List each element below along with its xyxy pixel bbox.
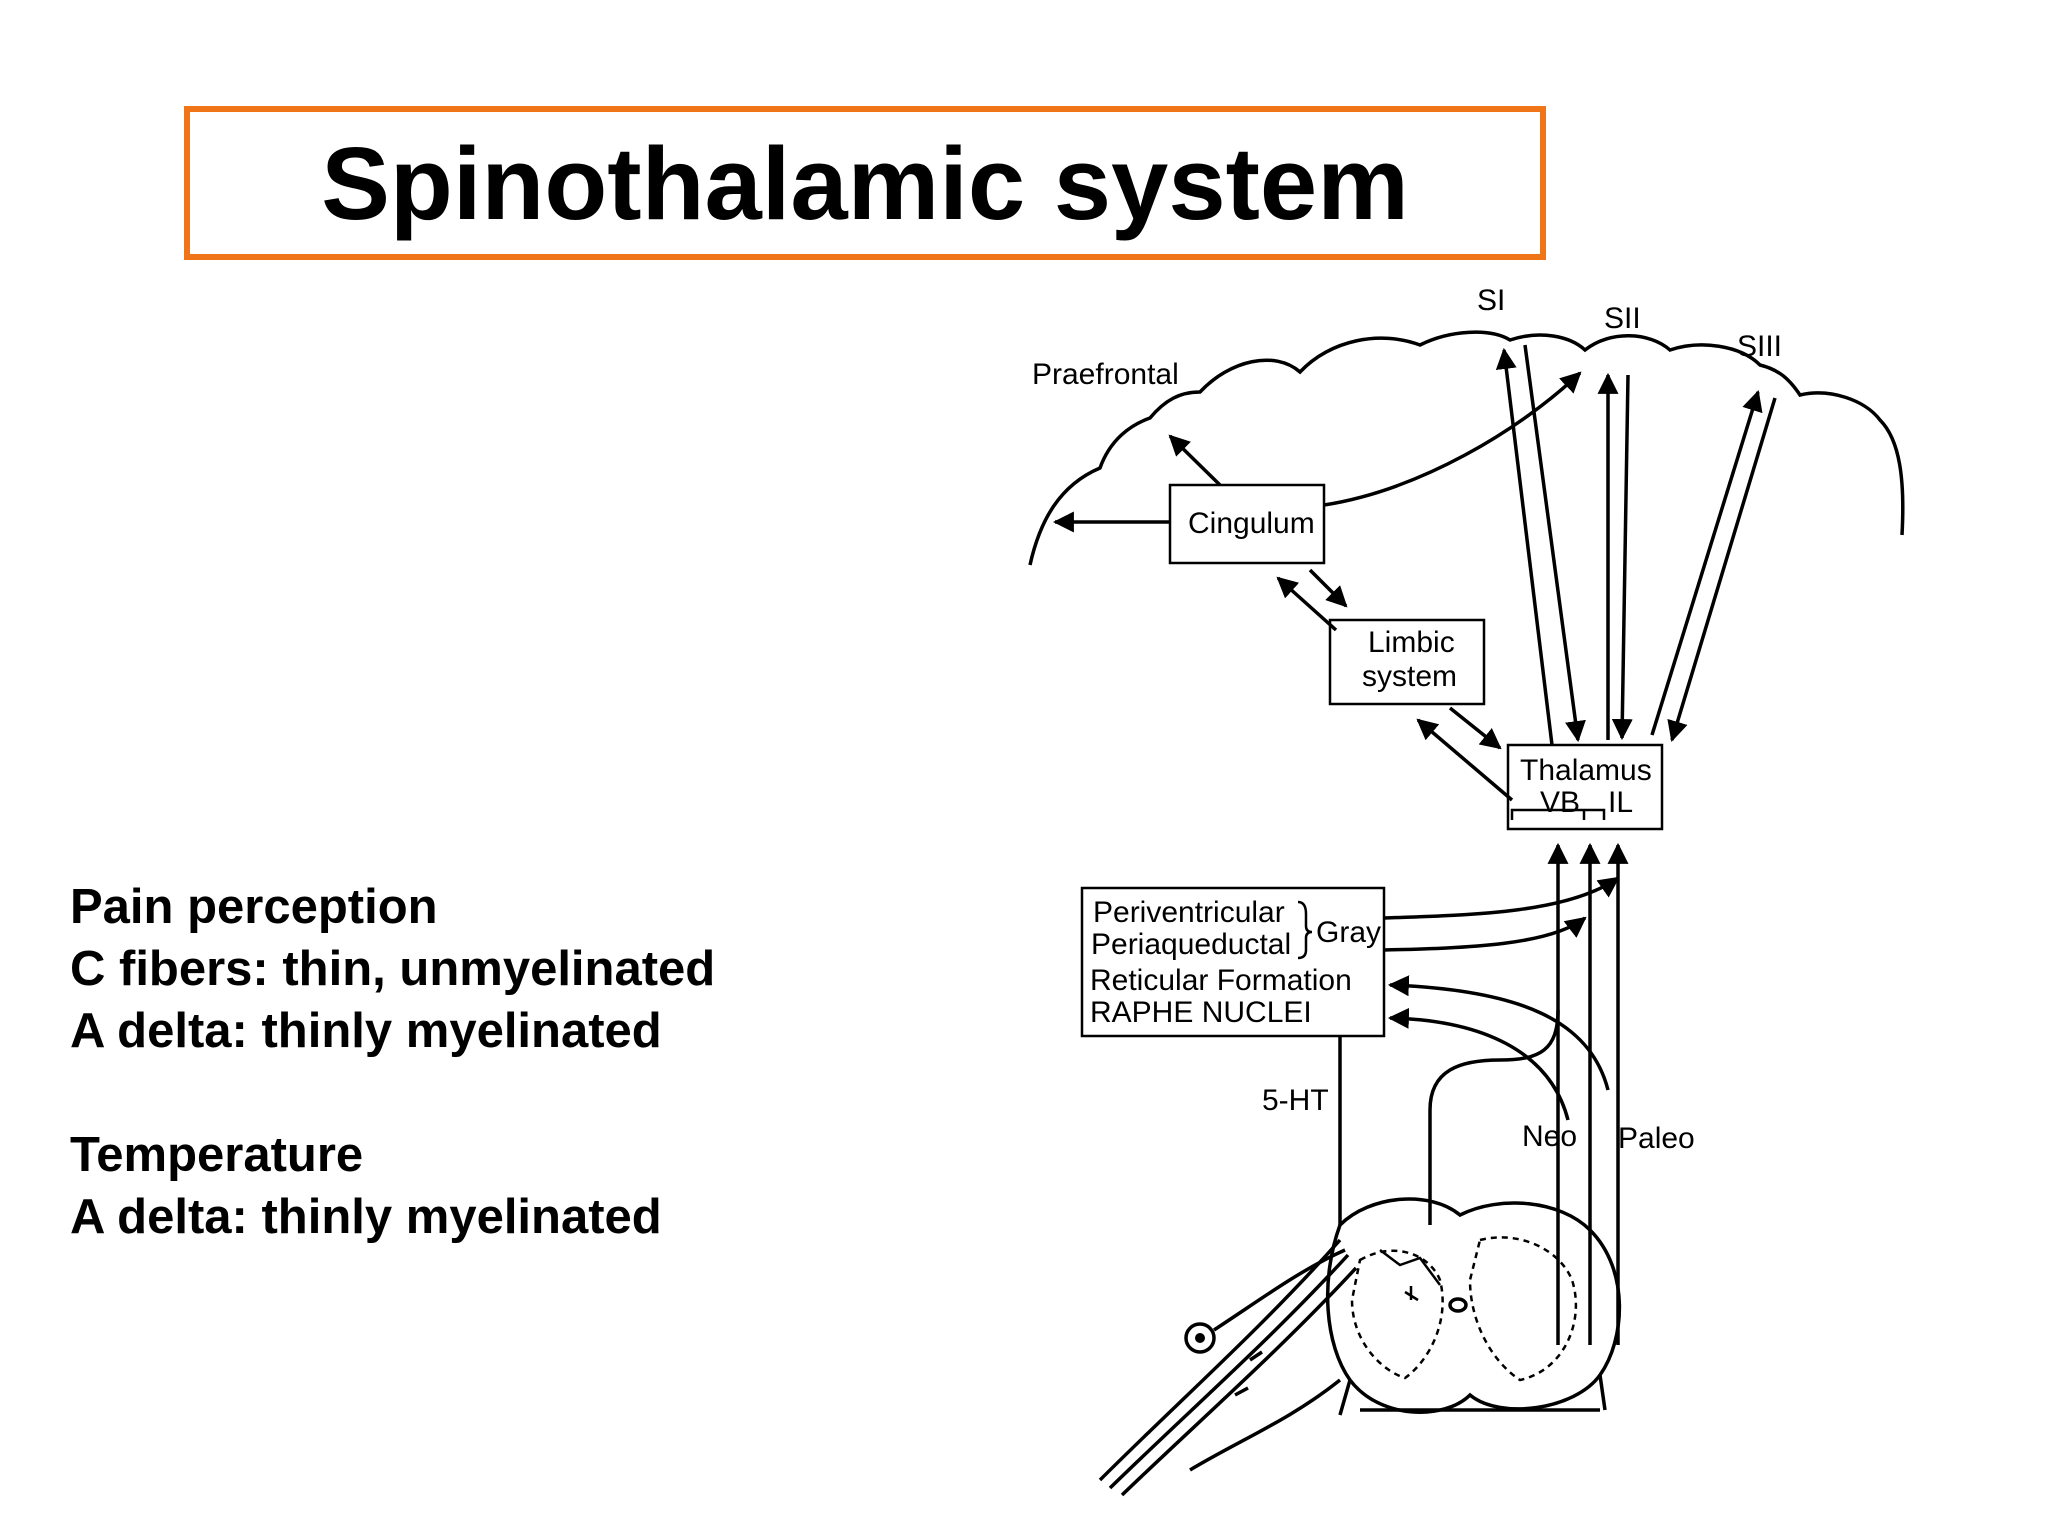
- arrow-thalamus-to-siii: [1650, 389, 1763, 736]
- arrow-thalamus-to-si: [1495, 347, 1554, 746]
- pain-heading: Pain perception: [70, 880, 438, 934]
- cortex-outline: [1028, 330, 1905, 566]
- arrow-cingulum-to-limbic: [1308, 568, 1348, 608]
- thalamus-bracket: [1510, 808, 1606, 820]
- label-sii: SII: [1604, 302, 1641, 335]
- label-thalamus: Thalamus: [1520, 754, 1652, 787]
- label-raphe-nuclei: RAPHE NUCLEI: [1090, 996, 1312, 1029]
- label-siii: SIII: [1737, 330, 1782, 363]
- label-periaqueductal: Periaqueductal: [1091, 928, 1291, 961]
- arrow-gray-to-thalamus-2: [1383, 916, 1587, 952]
- spinal-cord-section: [1098, 1197, 1622, 1497]
- limbic-box: [1328, 618, 1486, 706]
- arrow-siii-to-thalamus: [1667, 397, 1777, 743]
- arrow-limbic-to-cingulum: [1276, 576, 1338, 632]
- temperature-heading: Temperature: [70, 1128, 364, 1182]
- temperature-line-a-delta: A delta: thinly myelinated: [70, 1190, 662, 1244]
- gray-brace: [1297, 900, 1313, 960]
- arrow-to-reticular: [1387, 975, 1610, 1091]
- path-neo-loop: [1428, 1009, 1560, 1225]
- label-limbic-2: system: [1362, 660, 1457, 693]
- arrow-limbic-to-thalamus: [1448, 706, 1502, 750]
- label-5ht: 5-HT: [1262, 1084, 1329, 1117]
- temperature-notes: Temperature A delta: thinly myelinated: [70, 1124, 662, 1248]
- arrow-si-to-thalamus: [1523, 344, 1586, 743]
- pain-notes: Pain perception C fibers: thin, unmyelin…: [70, 876, 715, 1062]
- label-periventricular: Periventricular: [1093, 896, 1285, 929]
- label-gray: Gray: [1316, 916, 1381, 949]
- slide-title: Spinothalamic system: [321, 125, 1409, 241]
- label-il: IL: [1608, 786, 1633, 819]
- label-limbic-1: Limbic: [1368, 626, 1455, 659]
- arrow-cingulum-to-sii: [1323, 371, 1582, 507]
- brainstem-box: [1080, 886, 1386, 1038]
- title-box: Spinothalamic system: [184, 106, 1546, 260]
- arrow-sii-to-thalamus: [1611, 374, 1633, 741]
- label-paleo: Paleo: [1618, 1122, 1695, 1155]
- arrow-gray-to-thalamus-1: [1383, 876, 1620, 920]
- pain-line-a-delta: A delta: thinly myelinated: [70, 1004, 662, 1058]
- arrow-thalamus-to-limbic: [1416, 718, 1514, 802]
- label-vb: VB: [1540, 786, 1580, 819]
- label-reticular-formation: Reticular Formation: [1090, 964, 1352, 997]
- cingulum-box: [1168, 483, 1326, 565]
- label-cingulum: Cingulum: [1188, 507, 1315, 540]
- label-neo: Neo: [1522, 1120, 1577, 1153]
- arrow-cingulum-to-prefrontal-2: [1168, 434, 1222, 487]
- arrow-to-raphe: [1387, 1007, 1570, 1121]
- label-praefrontal: Praefrontal: [1032, 358, 1179, 391]
- label-si: SI: [1477, 284, 1505, 317]
- pain-line-c-fibers: C fibers: thin, unmyelinated: [70, 942, 716, 996]
